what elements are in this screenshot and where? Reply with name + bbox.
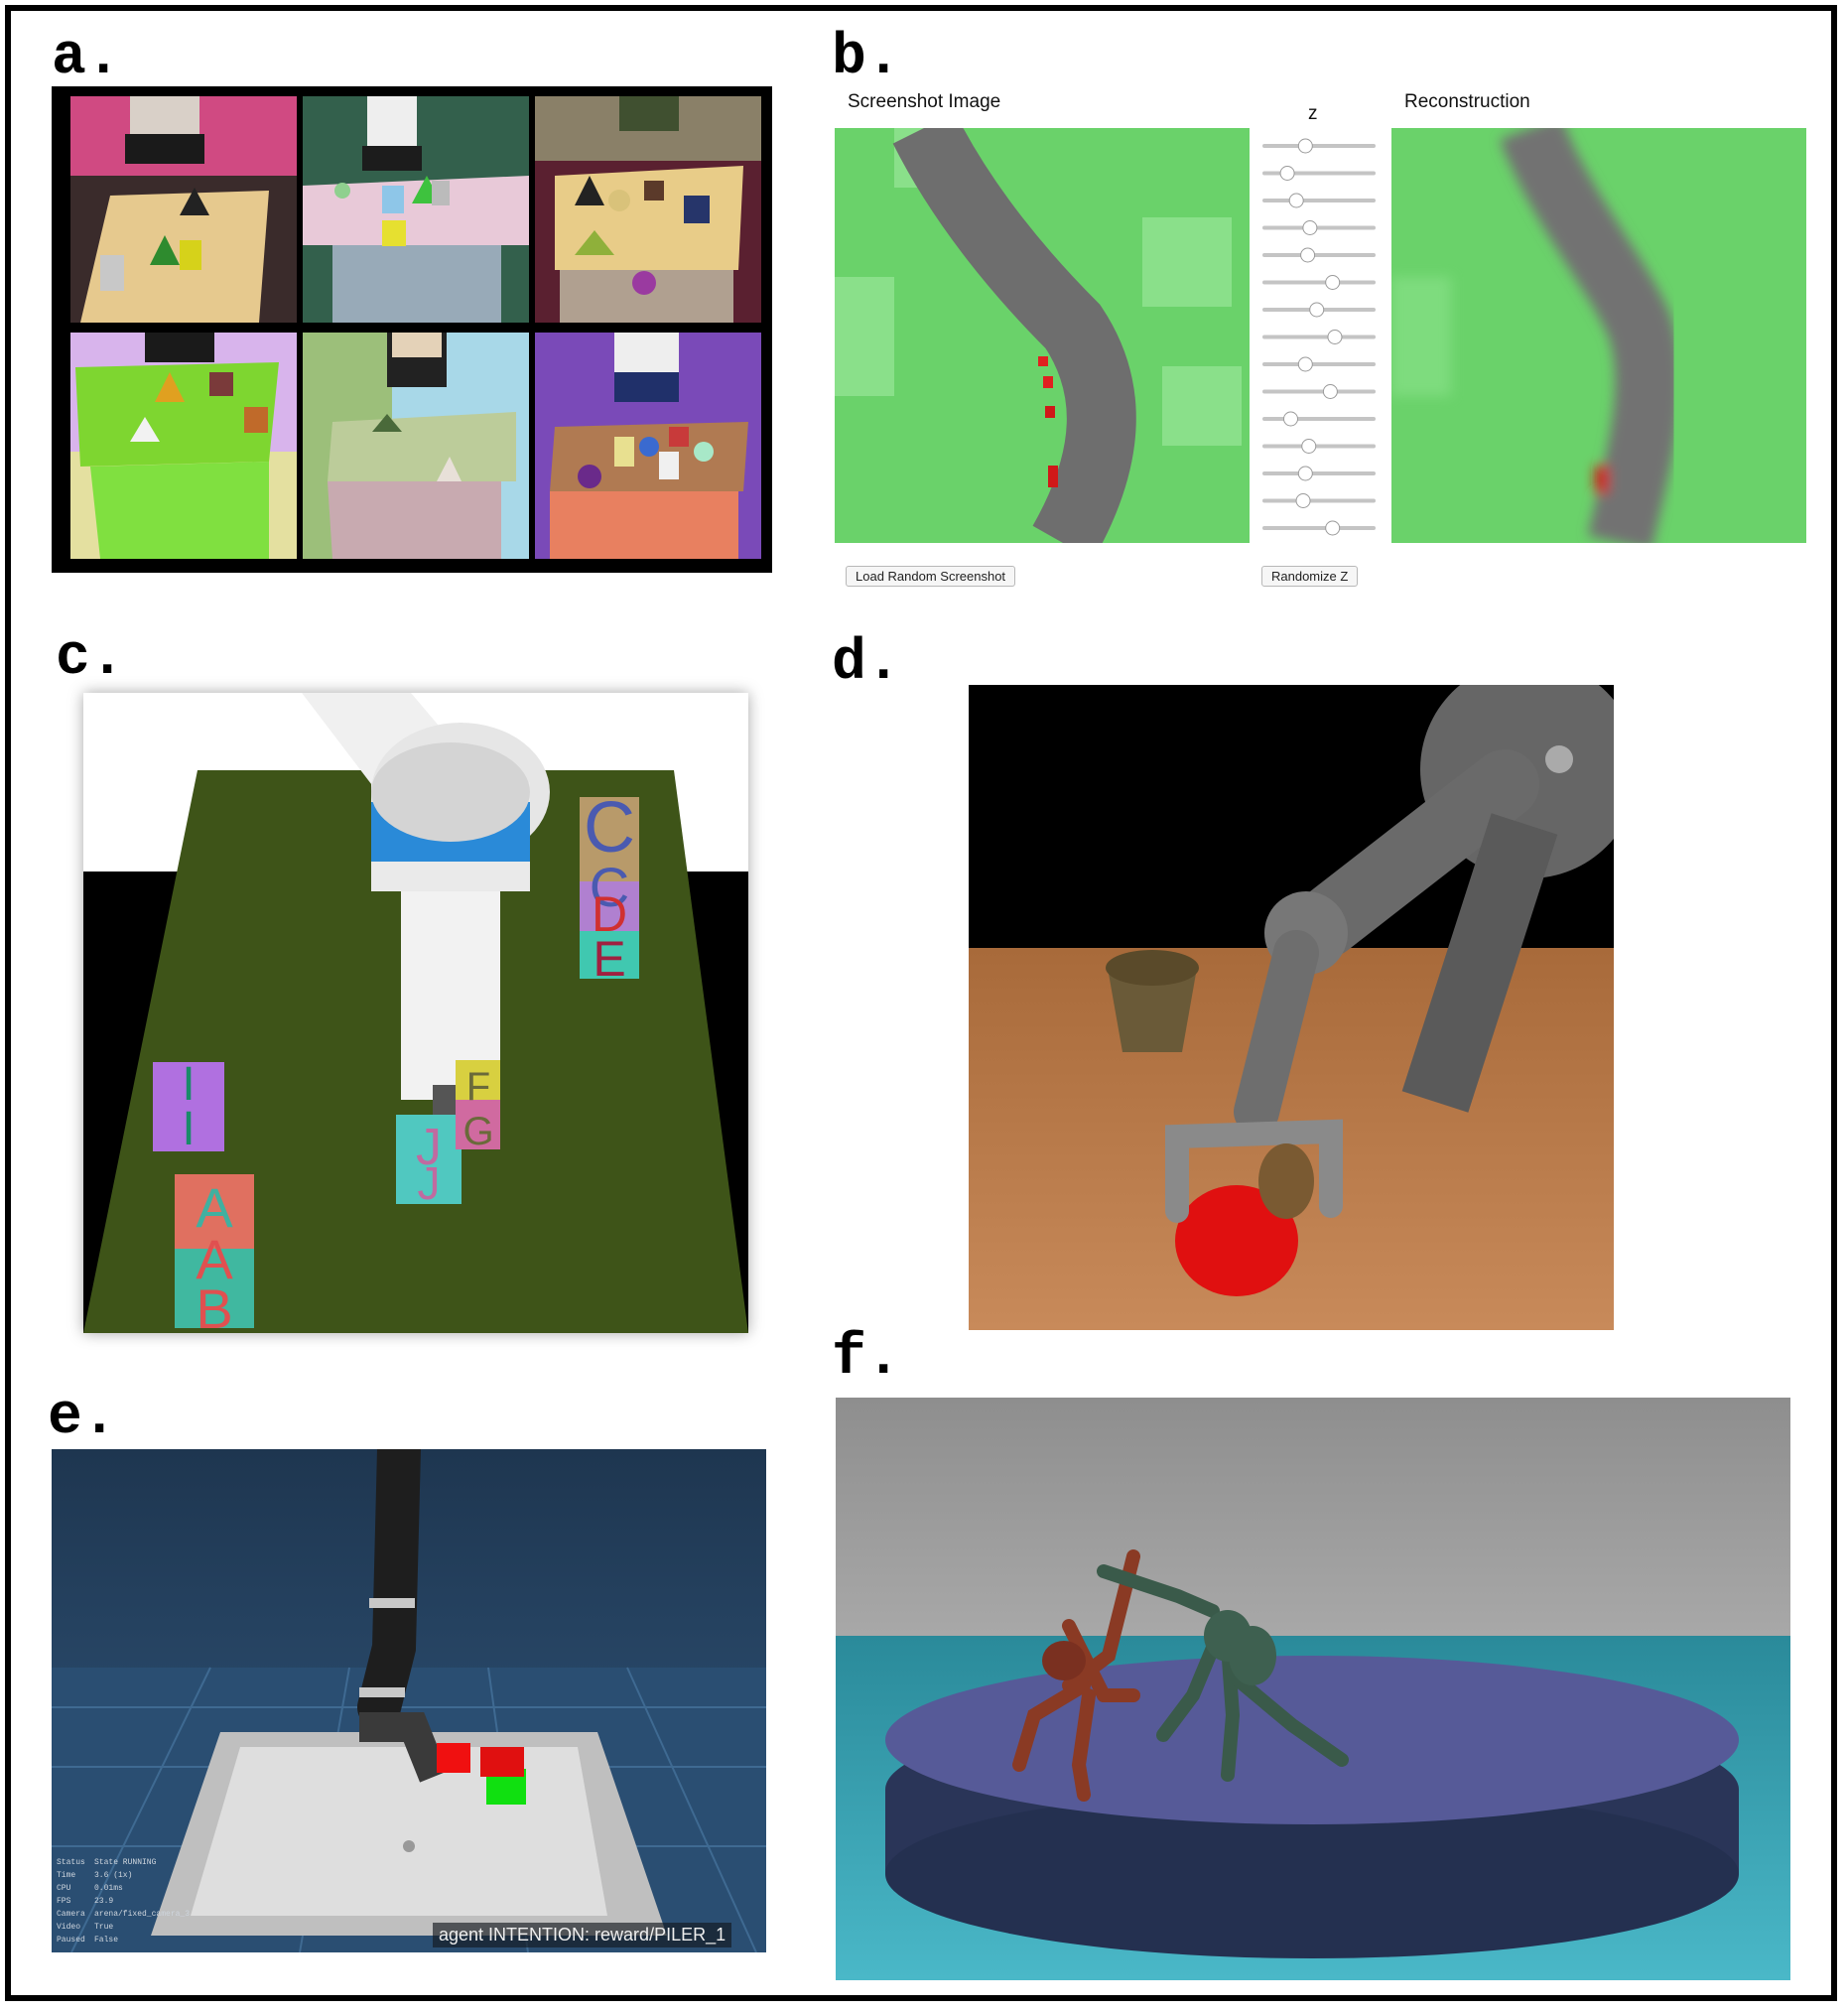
block-letter: F bbox=[466, 1065, 490, 1109]
z-slider-track[interactable] bbox=[1262, 171, 1376, 176]
scene-cell-6 bbox=[535, 333, 761, 559]
panel-label-b: b. bbox=[832, 26, 901, 90]
block-letter: I bbox=[182, 1058, 195, 1111]
z-slider-track[interactable] bbox=[1262, 389, 1376, 394]
z-slider-track[interactable] bbox=[1262, 144, 1376, 148]
z-slider-handle[interactable] bbox=[1327, 330, 1343, 344]
z-slider-handle[interactable] bbox=[1279, 166, 1295, 181]
z-slider-track[interactable] bbox=[1262, 526, 1376, 530]
figure-border bbox=[5, 5, 1837, 2001]
panel-label-d: d. bbox=[832, 631, 901, 696]
agent-intention-label: agent INTENTION: reward/PILER_1 bbox=[433, 1923, 732, 1947]
screenshot-title: Screenshot Image bbox=[848, 91, 1001, 112]
z-slider-track[interactable] bbox=[1262, 253, 1376, 257]
block-letter: J bbox=[418, 1157, 441, 1209]
reconstruction-title: Reconstruction bbox=[1404, 91, 1530, 112]
z-slider-handle[interactable] bbox=[1302, 220, 1318, 235]
scene-cell-2 bbox=[303, 96, 529, 323]
panel-d-arm-scene bbox=[969, 685, 1614, 1330]
z-title: z bbox=[1308, 103, 1318, 124]
z-slider-track[interactable] bbox=[1262, 199, 1376, 202]
panel-f-sumo-scene bbox=[836, 1398, 1790, 1980]
block-letter: C bbox=[584, 788, 635, 868]
block-letter: I bbox=[182, 1103, 195, 1155]
z-slider-handle[interactable] bbox=[1295, 493, 1311, 508]
z-slider-track[interactable] bbox=[1262, 444, 1376, 449]
z-slider-track[interactable] bbox=[1262, 280, 1376, 285]
z-slider-handle[interactable] bbox=[1301, 439, 1317, 454]
z-slider-handle[interactable] bbox=[1288, 193, 1304, 208]
block-letter: C bbox=[590, 856, 629, 918]
reconstruction-image bbox=[1391, 128, 1806, 543]
z-slider-track[interactable] bbox=[1262, 417, 1376, 421]
panel-label-f: f. bbox=[832, 1326, 901, 1391]
z-slider-handle[interactable] bbox=[1322, 384, 1338, 399]
z-slider-track[interactable] bbox=[1262, 335, 1376, 339]
z-slider-track[interactable] bbox=[1262, 498, 1376, 503]
panel-a-scene-grid bbox=[52, 86, 772, 573]
screenshot-image bbox=[835, 128, 1250, 543]
scene-cell-4 bbox=[70, 333, 297, 559]
z-slider-column bbox=[1254, 128, 1384, 545]
scene-cell-3 bbox=[535, 96, 761, 323]
block-letter: E bbox=[593, 931, 625, 987]
z-slider-handle[interactable] bbox=[1325, 275, 1341, 290]
block-letter: D bbox=[592, 886, 627, 942]
z-slider-handle[interactable] bbox=[1283, 411, 1298, 427]
randomize-z-button[interactable]: Randomize Z bbox=[1261, 566, 1359, 587]
scene-cell-1 bbox=[70, 96, 297, 323]
z-slider-handle[interactable] bbox=[1297, 356, 1313, 372]
block-letter: A bbox=[196, 1176, 233, 1239]
panel-label-e: e. bbox=[48, 1386, 117, 1450]
z-slider-handle[interactable] bbox=[1300, 247, 1316, 263]
block-letter: G bbox=[462, 1110, 493, 1153]
z-slider-track[interactable] bbox=[1262, 225, 1376, 230]
z-slider-track[interactable] bbox=[1262, 362, 1376, 366]
scene-cell-5 bbox=[303, 333, 529, 559]
z-slider-handle[interactable] bbox=[1297, 466, 1313, 481]
panel-label-a: a. bbox=[52, 26, 121, 90]
load-random-screenshot-button[interactable]: Load Random Screenshot bbox=[846, 566, 1016, 587]
z-slider-track[interactable] bbox=[1262, 471, 1376, 475]
panel-c-letter-blocks: C C D E I I A A B J J F G bbox=[83, 693, 748, 1333]
z-slider-handle[interactable] bbox=[1297, 138, 1313, 154]
panel-label-c: c. bbox=[56, 626, 125, 691]
z-slider-handle[interactable] bbox=[1325, 520, 1341, 536]
block-letter: A bbox=[196, 1228, 233, 1290]
block-letter: B bbox=[196, 1277, 232, 1333]
block-letter: J bbox=[416, 1119, 442, 1176]
z-slider-handle[interactable] bbox=[1309, 302, 1325, 318]
